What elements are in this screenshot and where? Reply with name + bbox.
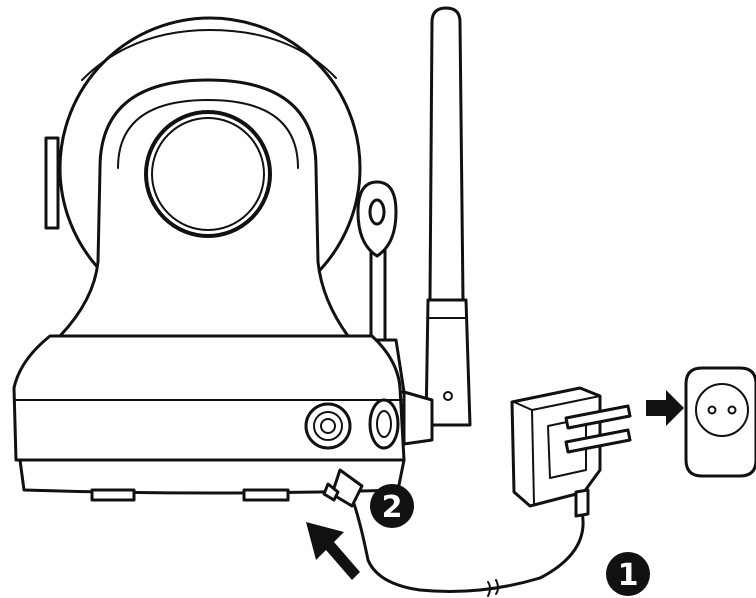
power-adapter (510, 386, 632, 518)
antenna (402, 6, 472, 446)
wall-outlet (684, 366, 756, 478)
secondary-port (368, 398, 400, 450)
camera-base (12, 334, 406, 502)
power-cable (350, 496, 585, 593)
camera-head (44, 16, 362, 338)
step-badge-1: 1 (606, 552, 650, 596)
step-label-1: 1 (618, 558, 639, 593)
step-badge-2: 2 (370, 484, 414, 528)
dc-plug (322, 468, 364, 508)
arrow-to-outlet-icon (646, 390, 684, 426)
step-label-2: 2 (382, 490, 403, 525)
arrow-plug-in-icon (306, 522, 360, 580)
dc-power-port (304, 402, 352, 450)
